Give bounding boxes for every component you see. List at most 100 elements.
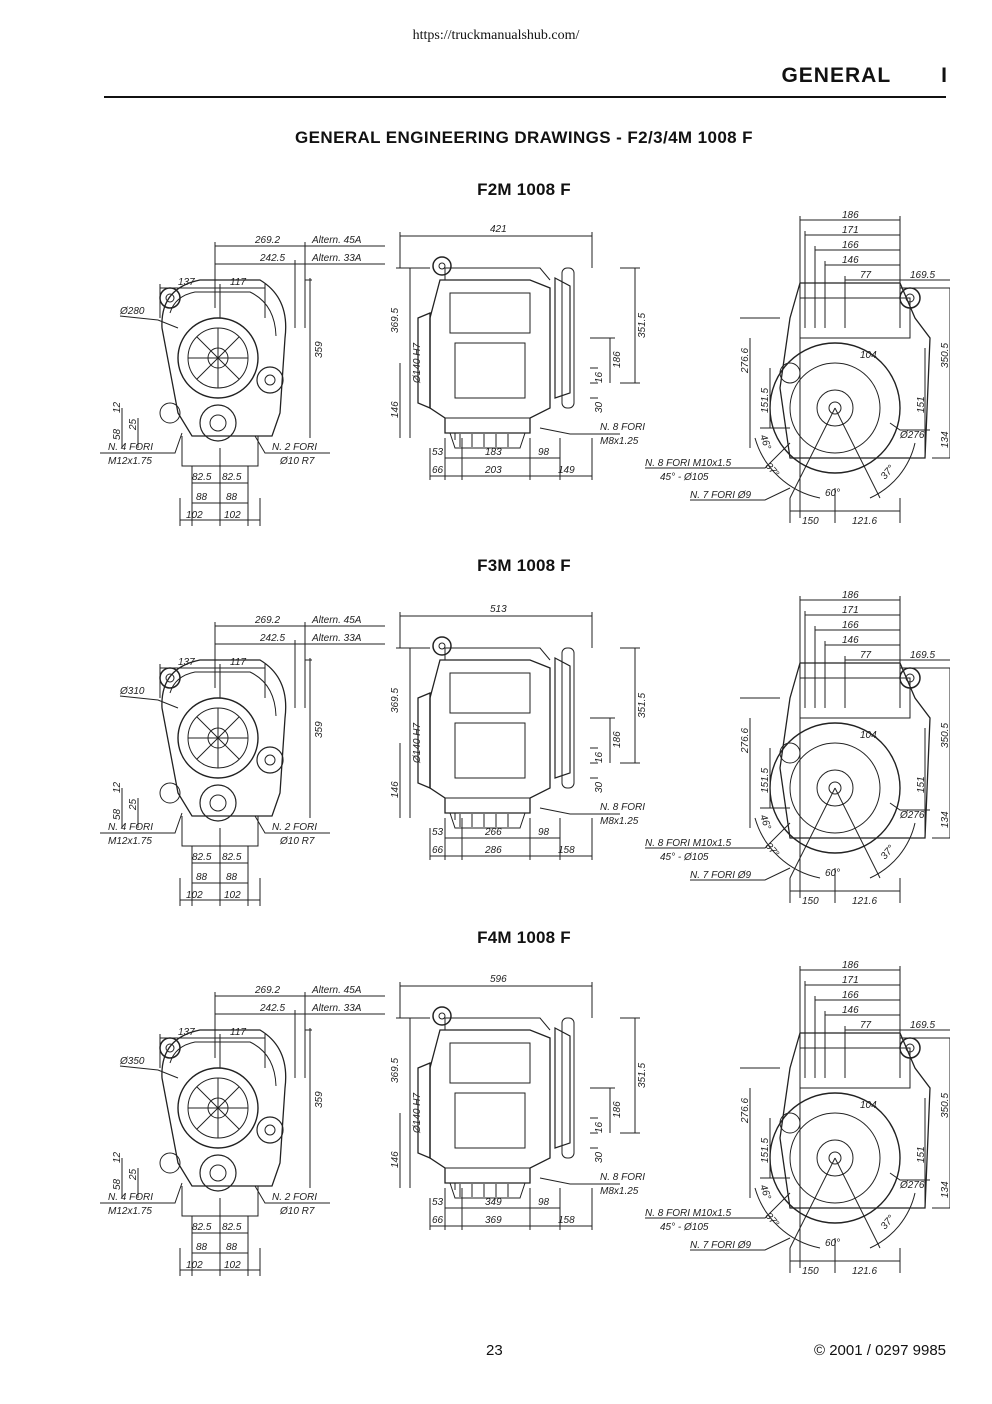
dim-102a: 102	[186, 510, 203, 521]
dim-r150: 150	[802, 516, 819, 527]
dim-88b: 88	[226, 872, 238, 883]
rholes7: N. 7 FORI Ø9	[690, 870, 752, 881]
model-title: F4M 1008 F	[477, 928, 571, 947]
holes2: N. 2 FORI	[272, 1192, 317, 1203]
dim-r1695: 169.5	[910, 270, 935, 281]
dim-r1216: 121.6	[852, 1266, 877, 1277]
dim-r171: 171	[842, 975, 859, 986]
dim-r186: 186	[842, 960, 859, 971]
holes8: N. 8 FORI	[600, 422, 645, 433]
dim-r134: 134	[940, 431, 950, 448]
fan-diameter: Ø280	[119, 306, 145, 317]
dim-r166: 166	[842, 240, 859, 251]
holes4: N. 4 FORI	[108, 1192, 153, 1203]
dim-16: 16	[594, 751, 605, 763]
dim-r46: 46°	[757, 1183, 773, 1201]
dim-140: Ø140 H7	[412, 723, 423, 764]
holes4: N. 4 FORI	[108, 442, 153, 453]
dim-r151: 151	[916, 396, 927, 413]
fan-diameter: Ø350	[119, 1056, 145, 1067]
model-drawing-row: 269.2 Altern. 45A 242.5 Altern. 33A 137 …	[100, 588, 950, 918]
engine-length: 596	[490, 974, 507, 985]
dim-r134: 134	[940, 811, 950, 828]
dim-r171: 171	[842, 605, 859, 616]
holes4: N. 4 FORI	[108, 822, 153, 833]
dim-137: 137	[178, 657, 195, 668]
dim-alt33: 242.5	[259, 1003, 285, 1014]
dim-r1515: 151.5	[760, 768, 771, 793]
dim-r276: Ø276	[899, 810, 925, 821]
r10: Ø10 R7	[279, 836, 315, 847]
dim-3695: 369.5	[390, 308, 401, 333]
dim-r151: 151	[916, 776, 927, 793]
dim-12: 12	[112, 401, 123, 413]
model-drawing-row: 269.2 Altern. 45A 242.5 Altern. 33A 137 …	[100, 208, 950, 538]
label-alt33: Altern. 33A	[311, 1003, 362, 1014]
side-view	[396, 982, 640, 1230]
dim-825b: 82.5	[222, 472, 242, 483]
m12: M12x1.75	[108, 456, 152, 467]
dim-r77: 77	[860, 650, 872, 661]
dim-186v: 186	[612, 351, 623, 368]
dim-146: 146	[390, 401, 401, 418]
holes8: N. 8 FORI	[600, 1172, 645, 1183]
dim-r2766: 276.6	[740, 1098, 751, 1124]
dim-r46: 46°	[757, 813, 773, 831]
dim-r1216: 121.6	[852, 516, 877, 527]
dim-102b: 102	[224, 510, 241, 521]
engine-drawing-set: 269.2 Altern. 45A 242.5 Altern. 33A 137 …	[100, 590, 950, 907]
dim-r150: 150	[802, 896, 819, 907]
dim-53: 53	[432, 447, 444, 458]
dim-r60: 60°	[825, 868, 840, 879]
label-alt45: Altern. 45A	[311, 235, 362, 246]
dim-12: 12	[112, 781, 123, 793]
model-drawing-row: 269.2 Altern. 45A 242.5 Altern. 33A 137 …	[100, 958, 950, 1288]
dim-r104: 104	[860, 1100, 877, 1111]
dim-alt45: 269.2	[254, 985, 280, 996]
dim-66: 66	[432, 845, 444, 856]
dim-117: 117	[230, 277, 246, 288]
m12: M12x1.75	[108, 836, 152, 847]
dim-r1695: 169.5	[910, 650, 935, 661]
dim-r1216: 121.6	[852, 896, 877, 907]
m8: M8x1.25	[600, 816, 639, 827]
dim-r77: 77	[860, 270, 872, 281]
dim-98: 98	[538, 827, 550, 838]
dim-66: 66	[432, 1215, 444, 1226]
dim-total: 369	[485, 1215, 502, 1226]
side-view	[396, 612, 640, 860]
dim-25: 25	[128, 1168, 139, 1181]
r45: 45° - Ø105	[660, 472, 709, 483]
dim-30: 30	[594, 401, 605, 413]
dim-r37b: 37°	[879, 1213, 897, 1232]
engine-length: 421	[490, 224, 507, 235]
dim-825b: 82.5	[222, 852, 242, 863]
m12: M12x1.75	[108, 1206, 152, 1217]
dim-137: 137	[178, 277, 195, 288]
dim-3515: 351.5	[637, 693, 648, 718]
dim-88b: 88	[226, 1242, 238, 1253]
dim-16: 16	[594, 371, 605, 383]
r10: Ø10 R7	[279, 1206, 315, 1217]
section-title: GENERAL	[781, 64, 892, 87]
dim-r186: 186	[842, 210, 859, 221]
holes2: N. 2 FORI	[272, 442, 317, 453]
dim-58: 58	[112, 808, 123, 820]
engine-drawing-set: 269.2 Altern. 45A 242.5 Altern. 33A 137 …	[100, 210, 950, 527]
dim-186v: 186	[612, 1101, 623, 1118]
copyright: © 2001 / 0297 9985	[814, 1342, 946, 1359]
dim-88a: 88	[196, 1242, 208, 1253]
dim-825a: 82.5	[192, 852, 212, 863]
dim-r1515: 151.5	[760, 388, 771, 413]
engine-length: 513	[490, 604, 507, 615]
dim-alt45: 269.2	[254, 235, 280, 246]
dim-r3505: 350.5	[940, 343, 950, 368]
dim-3515: 351.5	[637, 313, 648, 338]
dim-53: 53	[432, 827, 444, 838]
source-url: https://truckmanualshub.com/	[412, 28, 580, 43]
r45: 45° - Ø105	[660, 852, 709, 863]
dim-r166: 166	[842, 990, 859, 1001]
rear-view	[645, 966, 950, 1273]
dim-alt45: 269.2	[254, 615, 280, 626]
dim-359: 359	[314, 721, 325, 738]
